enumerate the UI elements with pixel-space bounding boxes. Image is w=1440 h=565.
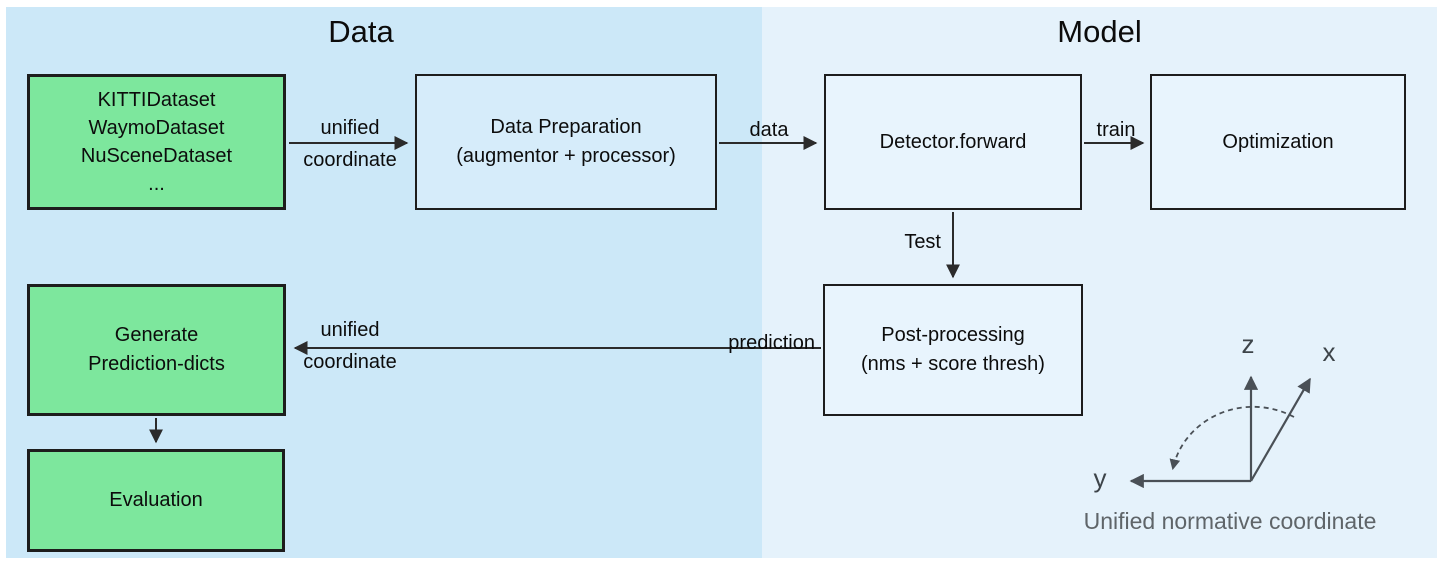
train-edge-label: train: [1096, 119, 1136, 141]
datasets-line: WaymoDataset: [88, 117, 225, 139]
unified-coordinate-label-top-line1: unified: [320, 117, 380, 139]
post-processing-line: (nms + score thresh): [861, 353, 1045, 375]
evaluation-line: Evaluation: [109, 489, 203, 511]
data-preparation-box: Data Preparation (augmentor + processor): [415, 74, 717, 210]
post-processing-line: Post-processing: [881, 324, 1025, 346]
z-axis-label: z: [1241, 329, 1255, 359]
data-preparation-line: (augmentor + processor): [456, 145, 676, 167]
unified-coordinate-label-bottom: unified coordinate: [287, 314, 413, 378]
detector-forward-box: Detector.forward: [824, 74, 1082, 210]
generate-line: Prediction-dicts: [88, 353, 225, 375]
generate-line: Generate: [114, 324, 199, 346]
post-processing-box: Post-processing (nms + score thresh): [823, 284, 1083, 416]
detector-forward-line: Detector.forward: [879, 130, 1027, 153]
optimization-box: Optimization: [1150, 74, 1406, 210]
datasets-box: KITTIDataset WaymoDataset NuSceneDataset…: [27, 74, 286, 210]
datasets-line: NuSceneDataset: [80, 145, 233, 167]
unified-coordinate-label-top: unified coordinate: [287, 112, 413, 176]
model-section-title: Model: [1057, 14, 1142, 49]
unified-coordinate-label-bottom-line2: coordinate: [303, 351, 397, 373]
data-section-title: Data: [328, 14, 394, 49]
axes-caption: Unified normative coordinate: [1083, 508, 1377, 534]
unified-coordinate-label-bottom-line1: unified: [320, 319, 380, 341]
datasets-line: KITTIDataset: [97, 89, 216, 111]
x-axis-label: x: [1322, 337, 1336, 367]
datasets-line: ...: [148, 173, 165, 195]
optimization-line: Optimization: [1222, 130, 1334, 153]
data-edge-label: data: [749, 119, 789, 141]
test-edge-label: Test: [904, 231, 941, 253]
data-preparation-line: Data Preparation: [490, 116, 642, 138]
generate-prediction-dicts-box: Generate Prediction-dicts: [27, 284, 286, 416]
y-axis-label: y: [1093, 463, 1107, 493]
prediction-edge-label: prediction: [728, 332, 815, 354]
unified-coordinate-label-top-line2: coordinate: [303, 149, 397, 171]
evaluation-box: Evaluation: [27, 449, 285, 552]
